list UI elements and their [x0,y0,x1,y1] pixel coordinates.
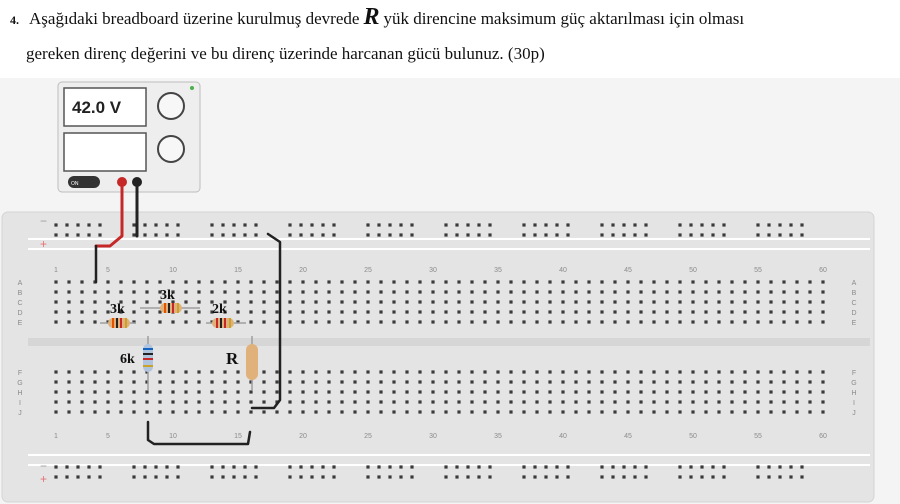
question-text-after: yük direncine maksimum güç aktarılması i… [383,9,745,28]
r1-label: 3k [110,302,125,317]
column-number-bottom: 50 [689,433,697,440]
column-number-bottom: 55 [754,433,762,440]
question-line-2: gereken direnç değerini ve bu direnç üze… [26,44,545,63]
row-letter-right: I [853,400,855,407]
column-number-bottom: 40 [559,433,567,440]
wire-return [250,232,282,410]
voltage-readout: 42.0 V [72,98,122,117]
resistor-r1[interactable]: 3k [100,302,136,328]
column-number-bottom: 10 [169,433,177,440]
row-letter-left: H [17,390,22,397]
question-line-1: 4. Aşağıdaki breadboard üzerine kurulmuş … [10,4,744,31]
column-number-top: 15 [234,267,242,274]
column-number-bottom: 15 [234,433,242,440]
column-number-top: 55 [754,267,762,274]
column-number-top: 30 [429,267,437,274]
row-letter-left: F [18,370,22,377]
question-number: 4. [10,13,19,27]
rail-minus-top: − [40,214,47,228]
question-text-before: Aşağıdaki breadboard üzerine kurulmuş de… [29,9,360,28]
breadboard-svg: 42.0 V ON + − − + 1155101015152020252530… [1,81,875,503]
row-letter-right: J [852,410,856,417]
r2-label: 3k [160,288,175,303]
resistor-r4[interactable]: 6k [120,336,153,390]
row-letter-right: A [852,280,857,287]
row-letter-right: G [851,380,856,387]
row-letter-right: D [851,310,856,317]
row-letter-left: J [18,410,22,417]
voltage-knob[interactable] [157,92,185,120]
row-letter-right: C [851,300,856,307]
row-letter-left: I [19,400,21,407]
column-number-bottom: 35 [494,433,502,440]
power-supply: 42.0 V ON [57,81,201,193]
column-number-bottom: 45 [624,433,632,440]
current-display [63,132,147,172]
breadboard-labels: 1155101015152020252530303535404045455050… [17,267,856,440]
row-letter-right: F [852,370,856,377]
power-switch-label: ON [71,181,79,187]
red-wire [94,180,124,248]
load-label: R [226,349,239,368]
wire-bottom-bridge [146,420,252,446]
wires [94,180,282,446]
power-switch[interactable] [68,176,100,188]
r3-label: 2k [212,302,227,317]
column-number-top: 20 [299,267,307,274]
rail-minus-bottom: − [40,459,47,473]
power-led-icon [190,86,194,90]
breadboard-body [1,211,875,503]
row-letter-right: H [851,390,856,397]
column-number-top: 40 [559,267,567,274]
voltage-display [63,87,147,127]
row-letter-left: D [17,310,22,317]
column-number-top: 50 [689,267,697,274]
column-number-top: 1 [54,267,58,274]
rail-plus-bottom: + [40,472,47,486]
column-number-bottom: 25 [364,433,372,440]
current-knob[interactable] [157,135,185,163]
column-number-top: 5 [106,267,110,274]
breadboard-holes [54,223,825,479]
column-number-bottom: 1 [54,433,58,440]
column-number-top: 10 [169,267,177,274]
column-number-top: 45 [624,267,632,274]
column-number-bottom: 20 [299,433,307,440]
row-letter-right: E [852,320,857,327]
row-letter-left: A [18,280,23,287]
center-channel [28,338,870,346]
column-number-bottom: 30 [429,433,437,440]
load-symbol: R [363,4,380,30]
row-letter-left: C [17,300,22,307]
row-letter-left: B [18,290,23,297]
column-number-top: 25 [364,267,372,274]
r4-label: 6k [120,352,135,367]
row-letter-left: G [17,380,22,387]
resistor-r3[interactable]: 2k [206,302,246,328]
column-number-bottom: 60 [819,433,827,440]
row-letter-left: E [18,320,23,327]
row-letter-right: B [852,290,857,297]
column-number-bottom: 5 [106,433,110,440]
rail-plus-top: + [40,237,47,251]
column-number-top: 60 [819,267,827,274]
resistor-r2[interactable]: 3k [140,288,200,313]
column-number-top: 35 [494,267,502,274]
resistor-load[interactable]: R [226,336,258,390]
